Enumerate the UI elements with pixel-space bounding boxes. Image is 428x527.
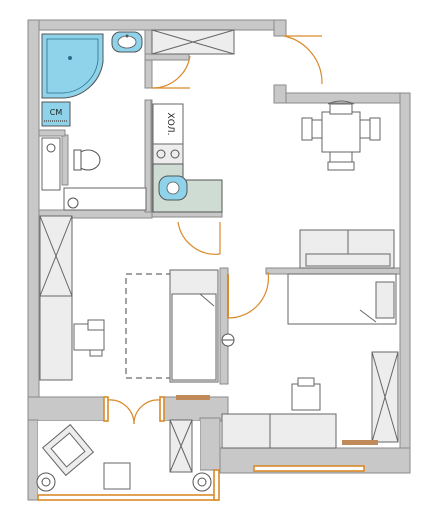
wall-left-lower [27, 419, 39, 501]
wall-kitchen-left [144, 99, 152, 213]
wall-kitchen-side [144, 53, 190, 61]
wall-corridor [219, 267, 229, 385]
valve-icon [46, 143, 56, 153]
wall-top-left [27, 19, 281, 31]
room-door-swing [227, 271, 270, 319]
window-left-room-2 [159, 396, 165, 422]
balcony-table [103, 462, 131, 490]
window-right-room [253, 465, 365, 472]
dining-chair-bottom-back [327, 161, 355, 171]
window-balcony-bottom [37, 494, 219, 501]
wall-balcony-side [199, 417, 221, 471]
armchair [41, 423, 95, 477]
entry-doors [177, 35, 323, 319]
wall-left [27, 19, 40, 421]
sofa-bed-back [171, 293, 217, 381]
sofa-bed-unfolded [125, 273, 173, 379]
desk-chair-base [89, 349, 103, 357]
basin-bowl [117, 35, 137, 49]
bathroom: СМ [41, 31, 147, 211]
entry-door-swing [283, 35, 323, 85]
dining-area [301, 100, 381, 171]
wall-top-stub [273, 19, 287, 37]
shower-drain [68, 56, 72, 60]
desk-right-chair [291, 383, 321, 411]
washing-machine [41, 101, 71, 127]
wall-wc-mid [38, 129, 66, 137]
dining-chair-bottom [329, 151, 353, 163]
fridge-label: ХОЛ. [165, 113, 175, 136]
balcony [36, 399, 212, 497]
left-room [39, 215, 219, 383]
kitchen: ХОЛ. [151, 29, 235, 213]
desk-chair-back [87, 319, 105, 331]
desk-right-chair-back [297, 377, 315, 387]
dining-chair-right-seat [359, 119, 371, 139]
shower-inner [46, 38, 99, 94]
dining-table [321, 111, 361, 153]
desk-left [39, 295, 73, 381]
balcony-door-right [133, 399, 161, 425]
washer-label: СМ [50, 108, 63, 117]
window-sill-left [176, 395, 210, 400]
wall-balcony-left [27, 396, 109, 422]
plant-icon-2 [192, 472, 212, 492]
wall-corner-post [273, 84, 287, 104]
desk-right [221, 413, 337, 449]
hall-door-swing [177, 221, 221, 255]
window-left-room [103, 396, 109, 422]
bed-pillow [375, 281, 395, 319]
dining-chair-left-seat [311, 119, 323, 139]
dining-chair-top [329, 103, 353, 115]
window-sill-right [342, 440, 378, 445]
wall-room-split [265, 267, 401, 275]
dining-chair-left [301, 117, 313, 141]
sofa-seat [305, 253, 391, 267]
bathtub-bench [63, 187, 147, 211]
wall-wc-split [61, 134, 69, 186]
plant-icon [36, 472, 56, 492]
water-heater [41, 137, 61, 191]
wall-balcony-right [161, 396, 229, 422]
right-room [176, 229, 399, 449]
wall-right [399, 92, 411, 474]
basin-tap [125, 34, 129, 38]
bathtub-drain [67, 197, 79, 209]
toilet-tank [73, 149, 82, 171]
dining-chair-right [369, 117, 381, 141]
window-balcony-right [213, 469, 220, 501]
windows [37, 396, 365, 501]
